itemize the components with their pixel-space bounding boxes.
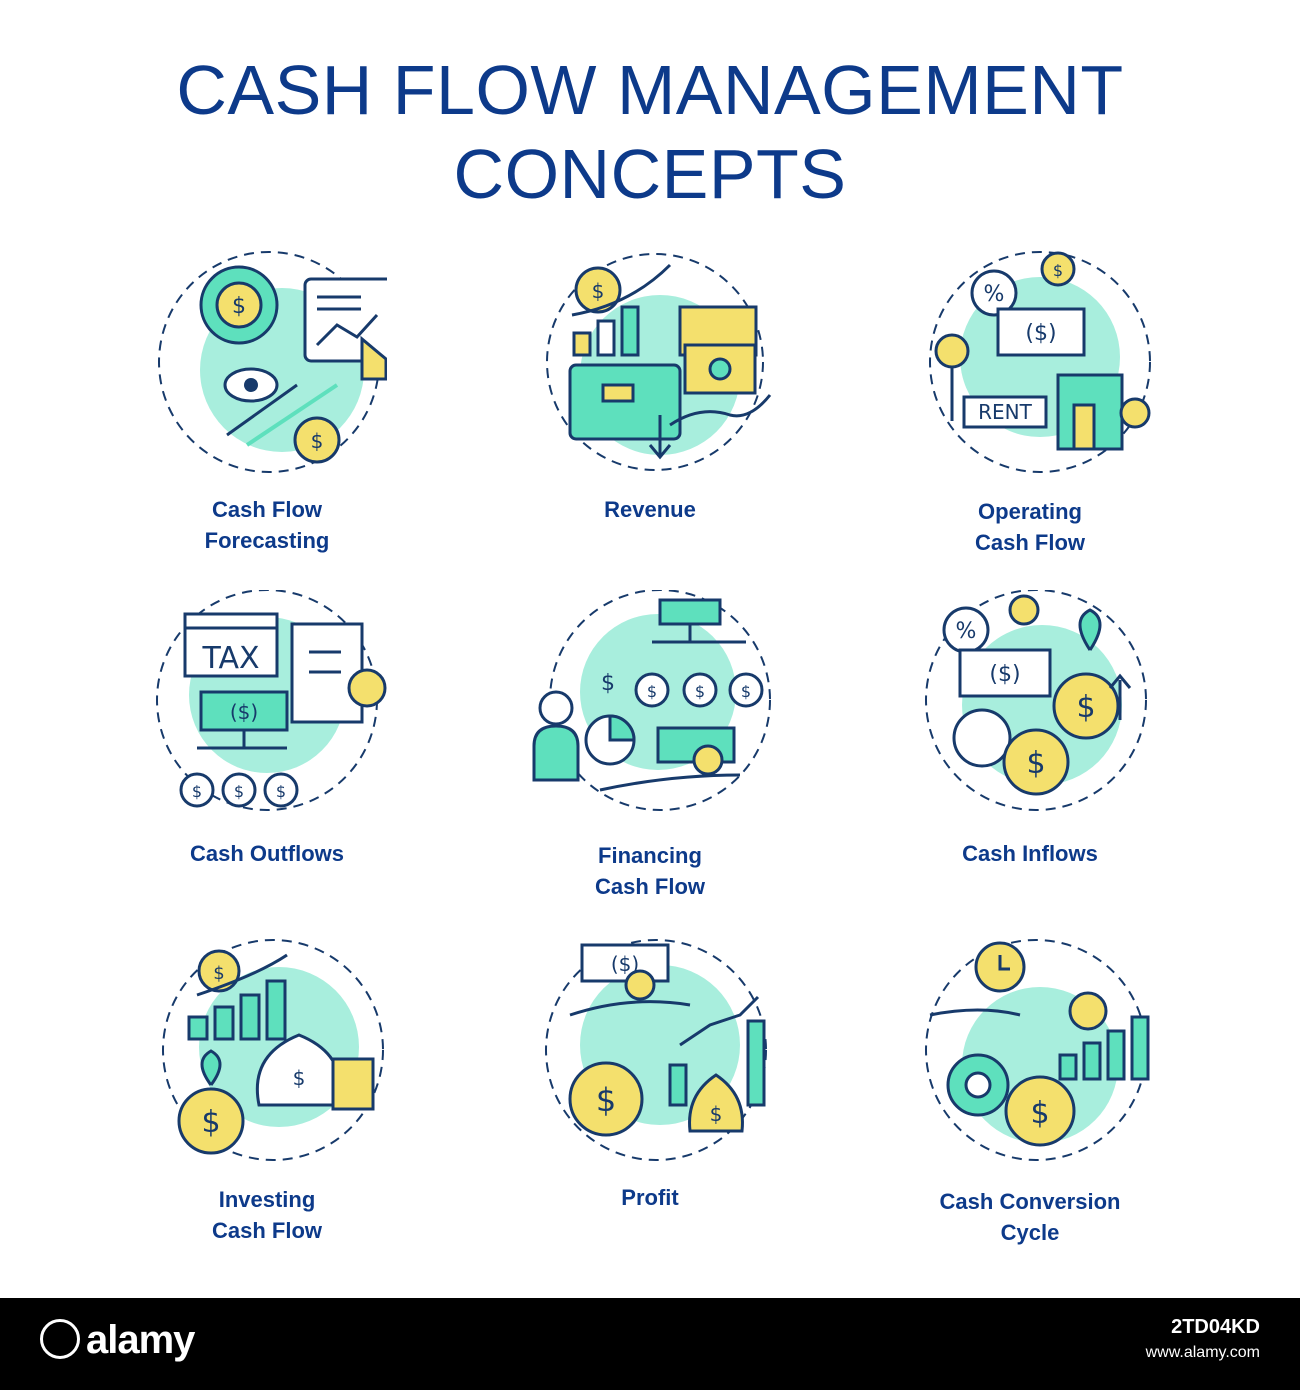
concept-label-cash-inflows: Cash Inflows xyxy=(962,841,1098,866)
svg-text:%: % xyxy=(956,619,977,644)
concept-operating-cash-flow: % $ ($) RENT xyxy=(880,245,1180,475)
svg-text:$: $ xyxy=(1026,746,1045,781)
svg-text:$: $ xyxy=(234,782,244,801)
concept-cash-inflows: % ($) $ $ xyxy=(880,590,1180,820)
concept-revenue: $ xyxy=(500,245,800,475)
svg-text:$: $ xyxy=(276,782,286,801)
svg-text:$: $ xyxy=(1053,261,1063,280)
svg-text:$: $ xyxy=(710,1102,723,1126)
brand-logo: alamy xyxy=(40,1318,195,1363)
brand-mark-icon xyxy=(40,1319,80,1360)
revenue-icon: $ xyxy=(546,253,772,471)
svg-text:($): ($) xyxy=(1025,321,1056,346)
svg-text:$: $ xyxy=(293,1066,306,1090)
operating-cash-flow-icon: % $ ($) RENT xyxy=(929,251,1151,473)
concept-cash-flow-forecasting: $ $ xyxy=(117,245,417,475)
cash-outflows-icon: TAX ($) $ $ $ xyxy=(156,590,387,811)
forecasting-icon: $ $ xyxy=(158,251,387,473)
concept-investing-cash-flow: $ $ $ xyxy=(117,935,417,1165)
svg-text:$: $ xyxy=(192,782,202,801)
concept-label-profit: Profit xyxy=(621,1185,679,1210)
concept-label-cash-flow-forecasting: Cash Flow Forecasting xyxy=(204,497,330,553)
concept-label-revenue: Revenue xyxy=(604,497,696,522)
page-title-line-1: CASH FLOW MANAGEMENT xyxy=(176,51,1124,129)
concept-cash-outflows: TAX ($) $ $ $ xyxy=(117,590,417,820)
svg-text:($): ($) xyxy=(230,700,258,724)
concept-label-cash-conversion-cycle: Cash Conversion Cycle xyxy=(939,1189,1121,1245)
svg-text:$: $ xyxy=(232,294,246,319)
svg-text:($): ($) xyxy=(989,662,1020,687)
profit-icon: ($) $ $ xyxy=(545,939,767,1161)
investing-cash-flow-icon: $ $ $ xyxy=(162,939,384,1161)
concept-label-financing-cash-flow: Financing Cash Flow xyxy=(594,843,705,899)
concept-financing-cash-flow: $ $ $ $ xyxy=(500,590,800,820)
footer-url: www.alamy.com xyxy=(1145,1344,1260,1361)
page-title-line-2: CONCEPTS xyxy=(453,135,847,213)
svg-text:$: $ xyxy=(601,671,615,696)
cash-inflows-icon: % ($) $ $ xyxy=(925,590,1147,811)
svg-text:$: $ xyxy=(592,279,605,303)
svg-text:$: $ xyxy=(596,1081,616,1119)
svg-text:$: $ xyxy=(201,1105,220,1140)
concept-cash-conversion-cycle: $ xyxy=(880,935,1180,1165)
svg-text:RENT: RENT xyxy=(978,400,1032,424)
svg-text:$: $ xyxy=(741,682,751,701)
svg-text:%: % xyxy=(984,282,1005,307)
financing-cash-flow-icon: $ $ $ $ xyxy=(532,590,771,811)
footer-bar: alamy 2TD04KD www.alamy.com xyxy=(0,1298,1300,1390)
footer-meta: 2TD04KD www.alamy.com xyxy=(1146,1314,1260,1366)
svg-text:$: $ xyxy=(1030,1096,1049,1131)
svg-text:$: $ xyxy=(695,682,705,701)
svg-text:$: $ xyxy=(213,963,224,984)
page-title: CASH FLOW MANAGEMENT CONCEPTS xyxy=(0,48,1300,216)
concept-profit: ($) $ $ xyxy=(500,935,800,1165)
svg-text:$: $ xyxy=(647,682,657,701)
cash-conversion-cycle-icon: $ xyxy=(925,939,1150,1161)
concept-label-cash-outflows: Cash Outflows xyxy=(189,841,344,866)
svg-text:TAX: TAX xyxy=(201,641,259,676)
concept-label-operating-cash-flow: Operating Cash Flow xyxy=(974,499,1085,555)
svg-text:$: $ xyxy=(1076,690,1095,725)
image-id: 2TD04KD xyxy=(1171,1316,1260,1338)
concept-label-investing-cash-flow: Investing Cash Flow xyxy=(211,1187,322,1243)
svg-text:$: $ xyxy=(311,429,324,453)
